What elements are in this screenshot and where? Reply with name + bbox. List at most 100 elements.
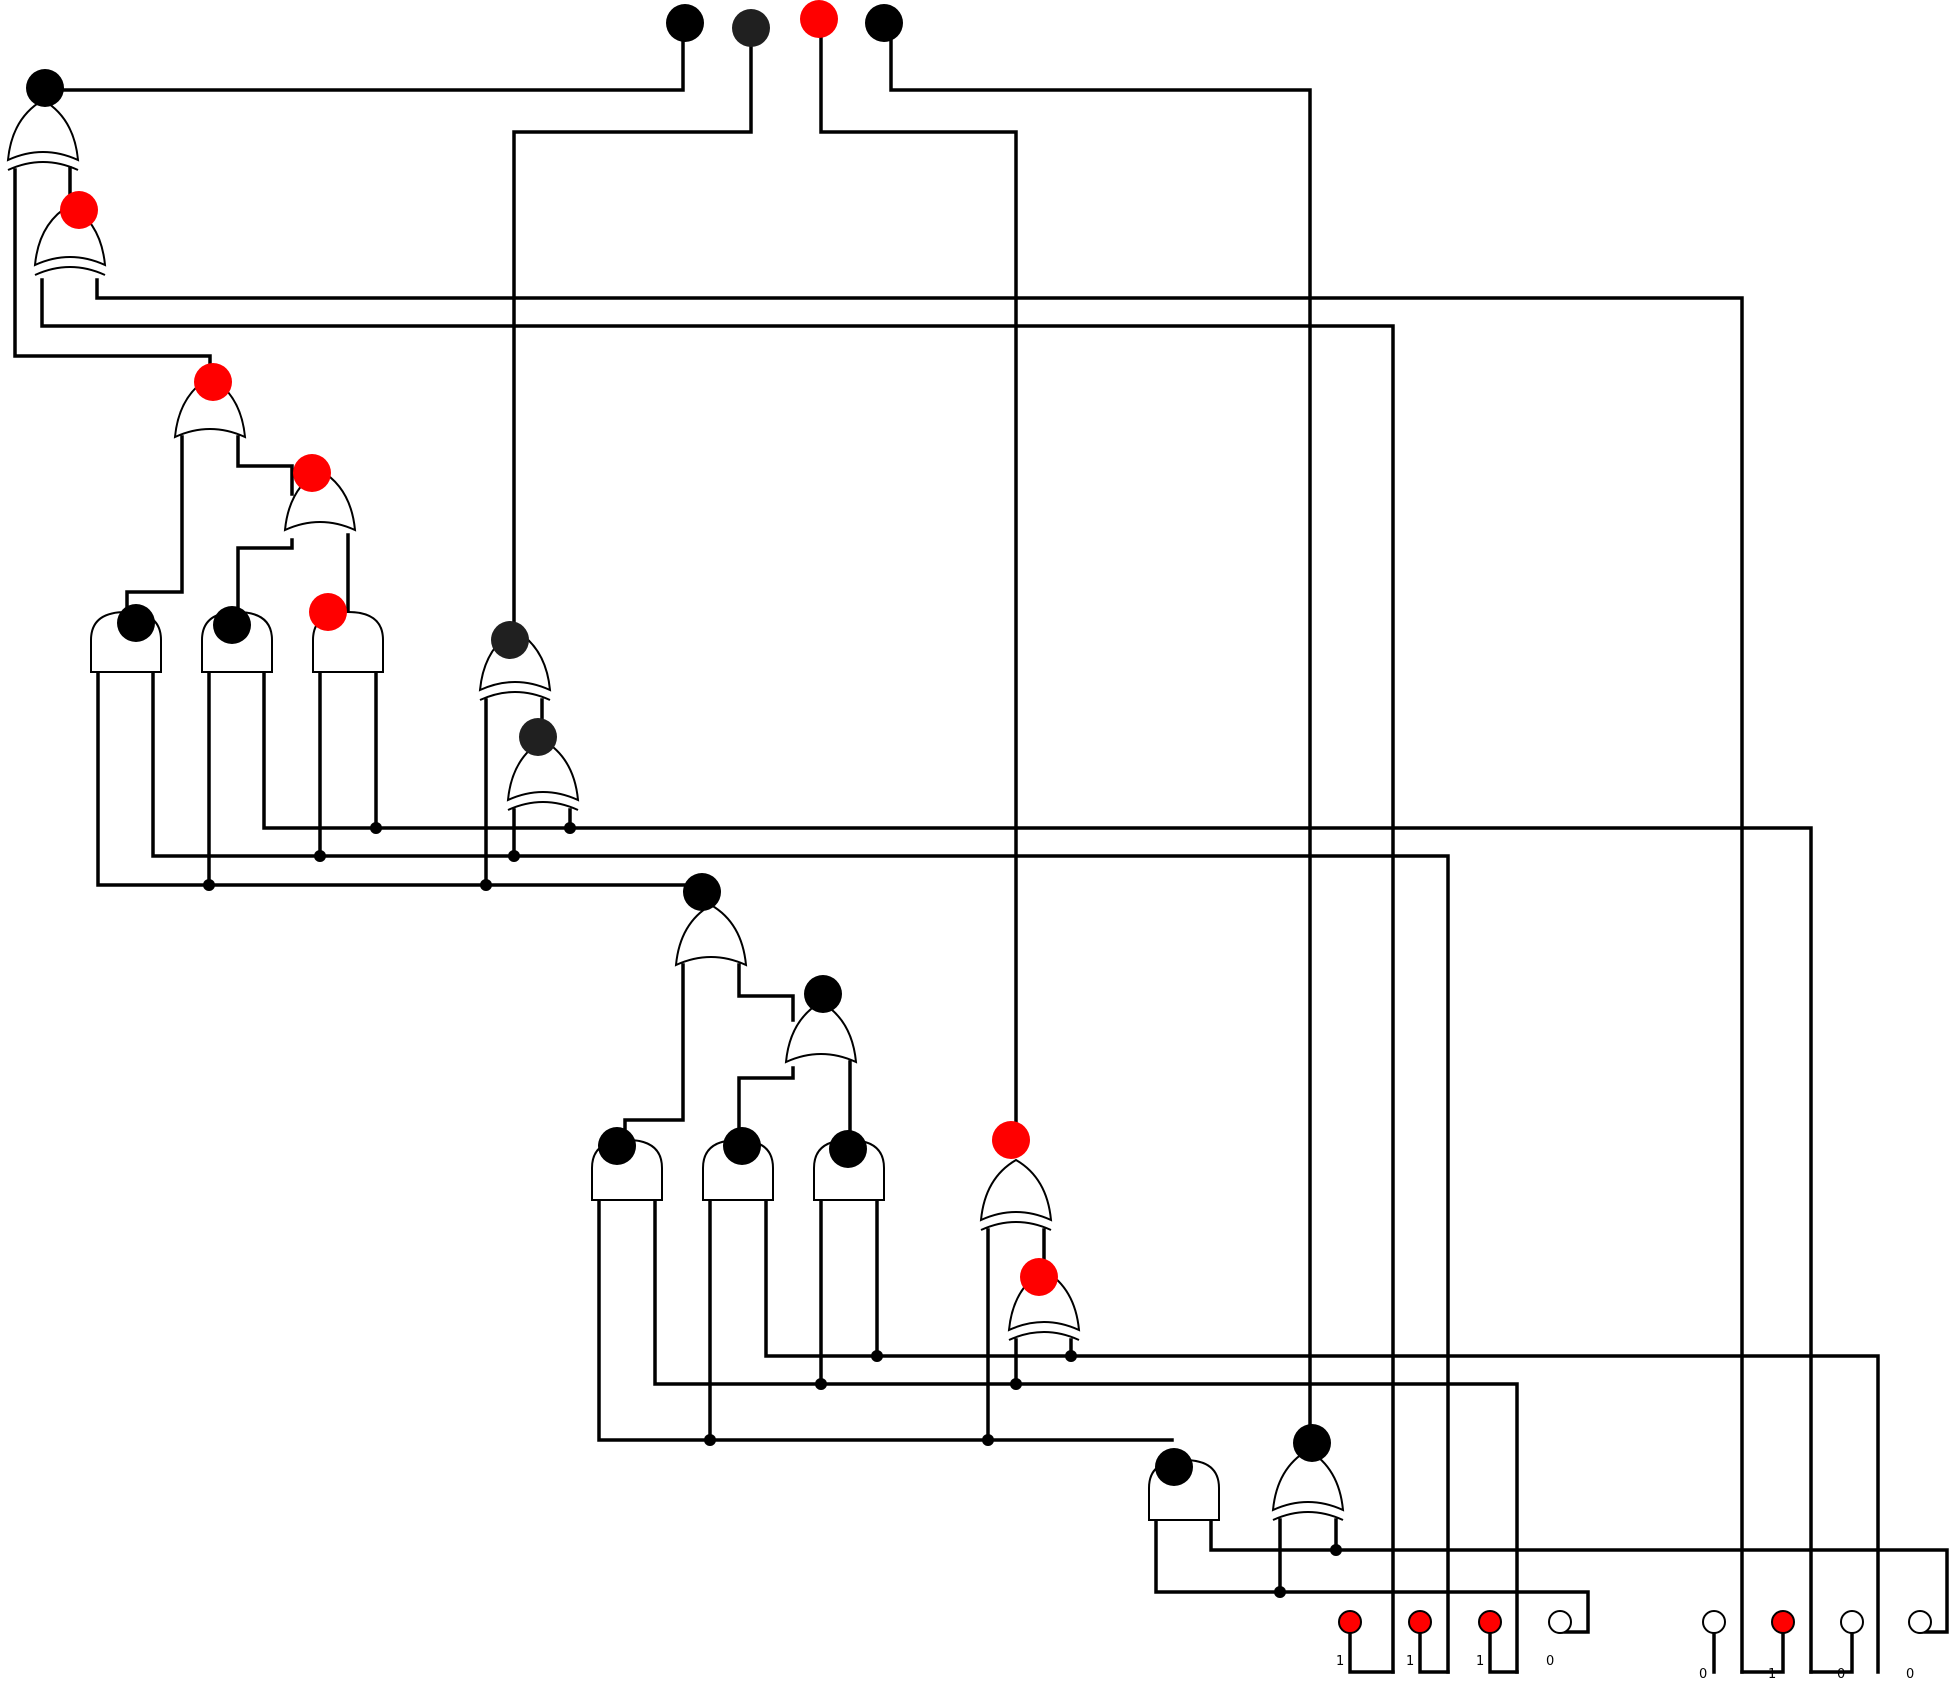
junction-dot: [704, 1434, 716, 1446]
gate-state-dot: [1293, 1424, 1331, 1462]
gate-state-dot: [519, 718, 557, 756]
gate-state-dot: [829, 1130, 867, 1168]
junction-dot: [871, 1350, 883, 1362]
input-switch-d[interactable]: [865, 4, 903, 42]
input-switch-b[interactable]: [732, 9, 770, 47]
xor-gate: [34, 204, 106, 276]
gate-state-dot: [491, 621, 529, 659]
gate-state-indicators: [26, 69, 1331, 1486]
output-lamp-bulb: [1548, 1610, 1572, 1634]
output-lamp-bulb: [1771, 1610, 1795, 1634]
output-lamp-label: 0: [1906, 1667, 1914, 1682]
input-switches: [666, 0, 903, 47]
wire-in-c-g15: [819, 28, 1018, 1142]
output-lamp-bulb: [1908, 1610, 1932, 1634]
output-lamp-label: 1: [1768, 1667, 1776, 1682]
junction-dot: [1065, 1350, 1077, 1362]
wire-g6-leg-b: [262, 672, 1813, 1674]
junction-dot: [480, 879, 492, 891]
gate-state-dot: [60, 191, 98, 229]
gates: [7, 99, 1344, 1521]
output-lamp: 0: [1546, 1610, 1572, 1669]
junction-dot: [1274, 1586, 1286, 1598]
output-lamp: 0: [1699, 1610, 1726, 1682]
junction-dot: [314, 850, 326, 862]
output-lamp-bulb: [1478, 1610, 1502, 1634]
wire-out-r3-stub: [1809, 1630, 1854, 1674]
output-lamp-bulb: [1338, 1610, 1362, 1634]
output-lamp-bulb: [1840, 1610, 1864, 1634]
junction-dot: [203, 879, 215, 891]
gate-state-dot: [117, 604, 155, 642]
output-lamp-label: 1: [1476, 1654, 1484, 1669]
gate-state-dot: [723, 1127, 761, 1165]
junction-dot: [1010, 1378, 1022, 1390]
gate-state-dot: [683, 873, 721, 911]
wire-g12-leg-b: [653, 1200, 1519, 1674]
wire-in-d-g18: [889, 28, 1312, 1447]
input-switch-c[interactable]: [800, 0, 838, 38]
wire-out-l2-stub: [1418, 1630, 1450, 1674]
output-lamp: 1: [1476, 1610, 1502, 1669]
junction-dot: [1330, 1544, 1342, 1556]
wire-g13-leg-b: [764, 1200, 1880, 1674]
gate-state-dot: [213, 606, 251, 644]
gate-state-dot: [309, 593, 347, 631]
wire-g5-leg-b: [151, 672, 1450, 1674]
wire-g2-out-r1: [95, 278, 1744, 1674]
wire-g11-g13: [737, 1066, 795, 1142]
wire-g12-leg-a: [597, 1200, 1174, 1442]
junction-dot: [815, 1378, 827, 1390]
output-lamp-bulb: [1702, 1610, 1726, 1634]
output-lamp-bulb: [1408, 1610, 1432, 1634]
wire-out-l3-stub: [1488, 1630, 1519, 1674]
output-lamp: 1: [1406, 1610, 1432, 1669]
gate-state-dot: [1020, 1258, 1058, 1296]
wire-g17-leg-b: [1209, 1520, 1949, 1634]
junction-dot: [508, 850, 520, 862]
gate-state-dot: [992, 1121, 1030, 1159]
junction-dot: [370, 822, 382, 834]
gate-state-dot: [1155, 1448, 1193, 1486]
gate-state-dot: [804, 975, 842, 1013]
wire-g10-g12: [623, 963, 685, 1142]
or-gate: [675, 904, 747, 966]
wire-g3-g5: [125, 435, 184, 614]
xor-gate: [1008, 1269, 1080, 1341]
input-switch-a[interactable]: [666, 4, 704, 42]
output-lamp: 0: [1837, 1610, 1864, 1682]
gate-state-dot: [293, 454, 331, 492]
gate-state-dot: [598, 1127, 636, 1165]
wire-g1-g3: [13, 168, 212, 384]
output-lamp-label: 1: [1336, 1654, 1344, 1669]
output-lamp-label: 1: [1406, 1654, 1414, 1669]
gate-state-dot: [26, 69, 64, 107]
wire-in-b-g8: [512, 28, 753, 642]
wire-g5-leg-a: [96, 672, 689, 887]
wire-g3-g4: [236, 435, 294, 496]
wire-out-l1-stub: [1348, 1630, 1395, 1674]
output-lamp: 1: [1336, 1610, 1362, 1669]
wires: [13, 28, 1949, 1674]
gate-state-dot: [194, 363, 232, 401]
output-lamps-left: 1 1 1 0: [1336, 1610, 1572, 1669]
output-lamp-label: 0: [1699, 1667, 1707, 1682]
junction-dot: [982, 1434, 994, 1446]
output-lamp: 0: [1906, 1610, 1932, 1682]
xor-gate: [507, 739, 579, 811]
wire-g2-out-l1: [40, 278, 1395, 1674]
wire-g10-g11: [737, 963, 795, 1022]
wire-in-a-g1: [44, 28, 685, 92]
output-lamp: 1: [1768, 1610, 1795, 1682]
xor-gate: [479, 629, 551, 701]
xor-gate: [7, 99, 79, 171]
xor-gate: [1272, 1449, 1344, 1521]
wire-g17-leg-a: [1154, 1520, 1590, 1634]
junction-dot: [564, 822, 576, 834]
output-lamps-right: 0 1 0 0: [1699, 1610, 1932, 1682]
wire-out-r2-stub: [1740, 1630, 1785, 1674]
output-lamp-label: 0: [1837, 1667, 1845, 1682]
wire-g4-g6: [236, 538, 294, 614]
